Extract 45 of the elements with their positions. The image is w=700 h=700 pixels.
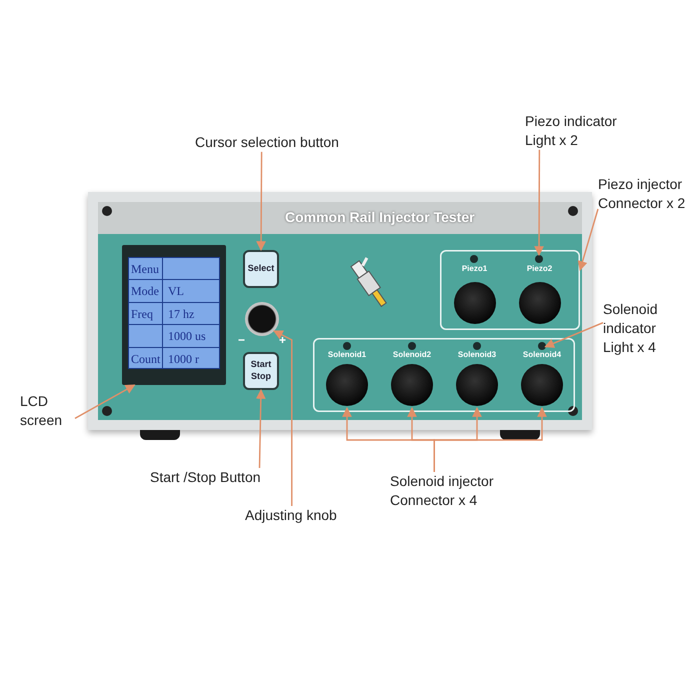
indicator-light [535, 255, 543, 263]
leader-line [273, 330, 292, 506]
solenoid-connector-panel [313, 338, 575, 412]
lcd-text: Count [131, 352, 160, 367]
adjusting-knob [245, 302, 279, 336]
indicator-light [473, 342, 481, 350]
leader-line [578, 208, 599, 271]
callout-label: Solenoid injector Connector x 4 [390, 472, 520, 510]
connector-label: Solenoid3 [456, 350, 498, 359]
callout-label: Solenoid indicator Light x 4 [603, 300, 683, 357]
connector-label: Solenoid1 [326, 350, 368, 359]
lcd-screen [122, 245, 226, 385]
callout-label: Piezo injector Connector x 2 [598, 175, 700, 213]
indicator-light [408, 342, 416, 350]
piezo-connector-panel [440, 250, 580, 330]
lcd-text: 1000 us [168, 329, 206, 344]
leader-line [74, 384, 136, 420]
leader-line [534, 150, 544, 256]
indicator-light [470, 255, 478, 263]
connector-label: Solenoid2 [392, 350, 432, 359]
lcd-text: 17 hz [168, 306, 194, 322]
lcd-text: Mode [131, 284, 159, 300]
callout-label: LCD screen [20, 392, 75, 430]
plus-mark: + [279, 333, 286, 347]
minus-mark: − [238, 333, 246, 347]
connector-label: Piezo2 [526, 264, 554, 273]
panel-title: Common Rail Injector Tester [285, 209, 475, 225]
leader-line [256, 389, 266, 468]
connector-label: Solenoid4 [522, 350, 562, 359]
callout-label: Cursor selection button [195, 133, 375, 152]
callout-label: Adjusting knob [245, 506, 365, 525]
lcd-text: 1000 r [168, 352, 199, 367]
start-stop-button: Start Stop [243, 352, 279, 390]
indicator-light [538, 342, 546, 350]
lcd-text: VL [168, 284, 184, 300]
callout-label: Start /Stop Button [150, 468, 300, 487]
callout-label: Piezo indicator Light x 2 [525, 112, 645, 150]
indicator-light [343, 342, 351, 350]
connector-label: Piezo1 [460, 264, 488, 273]
select-button: Select [243, 250, 279, 288]
lcd-text: Freq [131, 306, 153, 322]
tester-front-panel [88, 192, 592, 430]
leader-line [256, 152, 266, 251]
leader-line [544, 322, 604, 348]
lcd-text: Menu [131, 262, 159, 277]
